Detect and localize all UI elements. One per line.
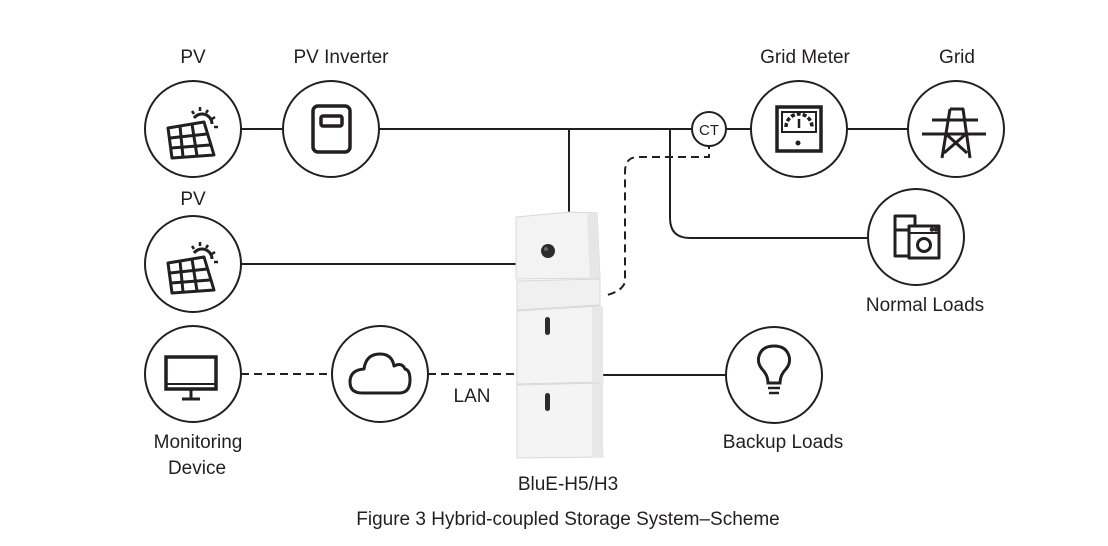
storage-device <box>515 211 604 459</box>
power-tower-icon <box>922 107 986 159</box>
ct-signal-dashed-line <box>602 141 710 297</box>
lan-label: LAN <box>453 386 491 407</box>
inverter-unit <box>515 211 601 280</box>
cloud-icon <box>348 352 412 395</box>
monitoring-label-line2: Device <box>167 458 227 479</box>
inverter-icon <box>311 104 352 154</box>
pv-top-label: PV <box>180 47 206 68</box>
battery-indicator <box>545 393 550 411</box>
storage-label: BluE-H5/H3 <box>517 474 619 495</box>
pv-mid-label: PV <box>180 189 206 210</box>
solar-panel-icon <box>166 242 218 295</box>
meter-icon <box>775 105 823 153</box>
grid-meter-node <box>750 80 848 178</box>
pv-inverter-node <box>282 80 380 178</box>
lightbulb-icon <box>756 344 792 395</box>
battery-module-1 <box>516 305 604 385</box>
backup-loads-node <box>725 326 823 424</box>
pv-inverter-label: PV Inverter <box>293 47 389 68</box>
grid-label: Grid <box>939 47 975 68</box>
base-module <box>516 278 601 311</box>
appliances-icon <box>893 214 941 260</box>
ct-node <box>691 111 727 147</box>
battery-module-2 <box>516 382 604 459</box>
solar-panel-icon <box>166 107 218 160</box>
cloud-node <box>331 325 429 423</box>
ct-label: CT <box>699 122 719 139</box>
normal-loads-label: Normal Loads <box>865 295 985 316</box>
bus-to-normal-loads-line <box>669 129 868 239</box>
monitoring-node <box>144 325 242 423</box>
monitoring-label-line1: Monitoring <box>153 432 243 453</box>
battery-indicator <box>545 317 550 335</box>
figure-caption: Figure 3 Hybrid-coupled Storage System–S… <box>356 509 780 530</box>
backup-loads-label: Backup Loads <box>722 432 844 453</box>
grid-meter-label: Grid Meter <box>760 47 850 68</box>
grid-node <box>907 80 1005 178</box>
display-screen <box>541 244 555 258</box>
monitor-icon <box>164 355 218 401</box>
